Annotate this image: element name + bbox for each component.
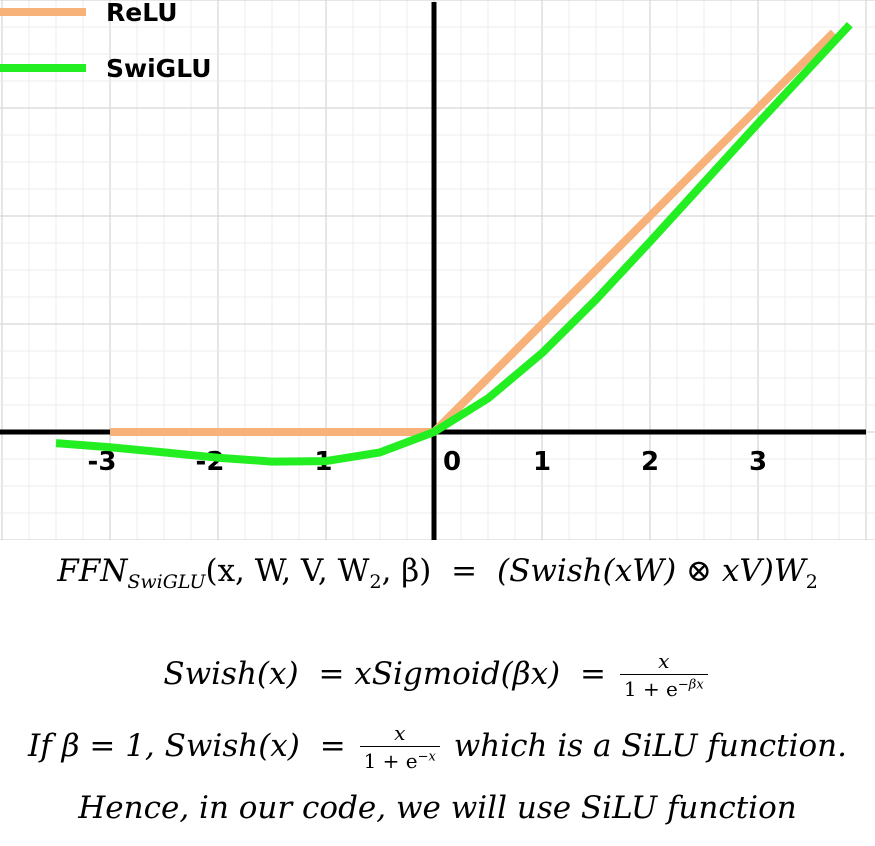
ffn-subscript: SwiGLU <box>127 571 206 594</box>
ffn-label: FFN <box>57 553 128 589</box>
beta-prefix: If β = 1, <box>28 728 155 764</box>
legend-label-swiglu: SwiGLU <box>106 54 212 83</box>
ffn-args: (x, W, V, W <box>205 553 370 589</box>
x-tick-label: 3 <box>749 447 767 477</box>
beta-denominator-base: 1 + e <box>363 749 418 773</box>
beta-equals: = <box>319 728 346 764</box>
swish-equation: Swish(x) = xSigmoid(βx) = x 1 + e−βx <box>0 650 875 701</box>
ffn-args-end: , β) <box>381 553 432 589</box>
ffn-swiglu-equation: FFNSwiGLU(x, W, V, W2, β) = (Swish(xW) ⊗… <box>0 553 875 593</box>
ffn-rhs-subscript: 2 <box>805 571 818 594</box>
beta-equation: If β = 1, Swish(x) = x 1 + e−x which is … <box>0 722 875 773</box>
legend: ReLU SwiGLU <box>0 0 212 83</box>
beta-exponent: −x <box>417 749 436 765</box>
swish-sigmoid: = xSigmoid(βx) <box>318 656 561 692</box>
swish-denominator: 1 + e−βx <box>620 675 708 701</box>
series-lines <box>55 21 853 466</box>
beta-swish-lhs: Swish(x) <box>164 728 300 764</box>
ffn-equals: = <box>451 553 478 589</box>
x-tick-label: 0 <box>443 447 461 477</box>
series-line-swiglu <box>55 21 853 466</box>
ffn-rhs: (Swish(xW) ⊗ xV)W <box>497 553 806 589</box>
x-tick-label: 2 <box>641 447 659 477</box>
beta-suffix: which is a SiLU function. <box>453 728 847 764</box>
x-tick-label: 1 <box>533 447 551 477</box>
ffn-args-subscript: 2 <box>369 571 382 594</box>
swish-equals: = <box>580 656 606 692</box>
x-tick-label: -2 <box>196 447 225 477</box>
swish-denominator-base: 1 + e <box>623 677 678 701</box>
grid <box>0 0 875 540</box>
swish-exponent: −βx <box>677 677 704 693</box>
swish-fraction: x 1 + e−βx <box>619 650 708 701</box>
x-tick-label: -3 <box>88 447 117 477</box>
beta-numerator: x <box>359 722 440 747</box>
swish-numerator: x <box>619 650 708 675</box>
legend-label-relu: ReLU <box>106 0 178 27</box>
beta-fraction: x 1 + e−x <box>359 722 440 773</box>
hence-sentence: Hence, in our code, we will use SiLU fun… <box>0 790 875 826</box>
beta-denominator: 1 + e−x <box>360 747 440 773</box>
hence-text: Hence, in our code, we will use SiLU fun… <box>78 790 797 826</box>
swish-lhs: Swish(x) <box>163 656 299 692</box>
